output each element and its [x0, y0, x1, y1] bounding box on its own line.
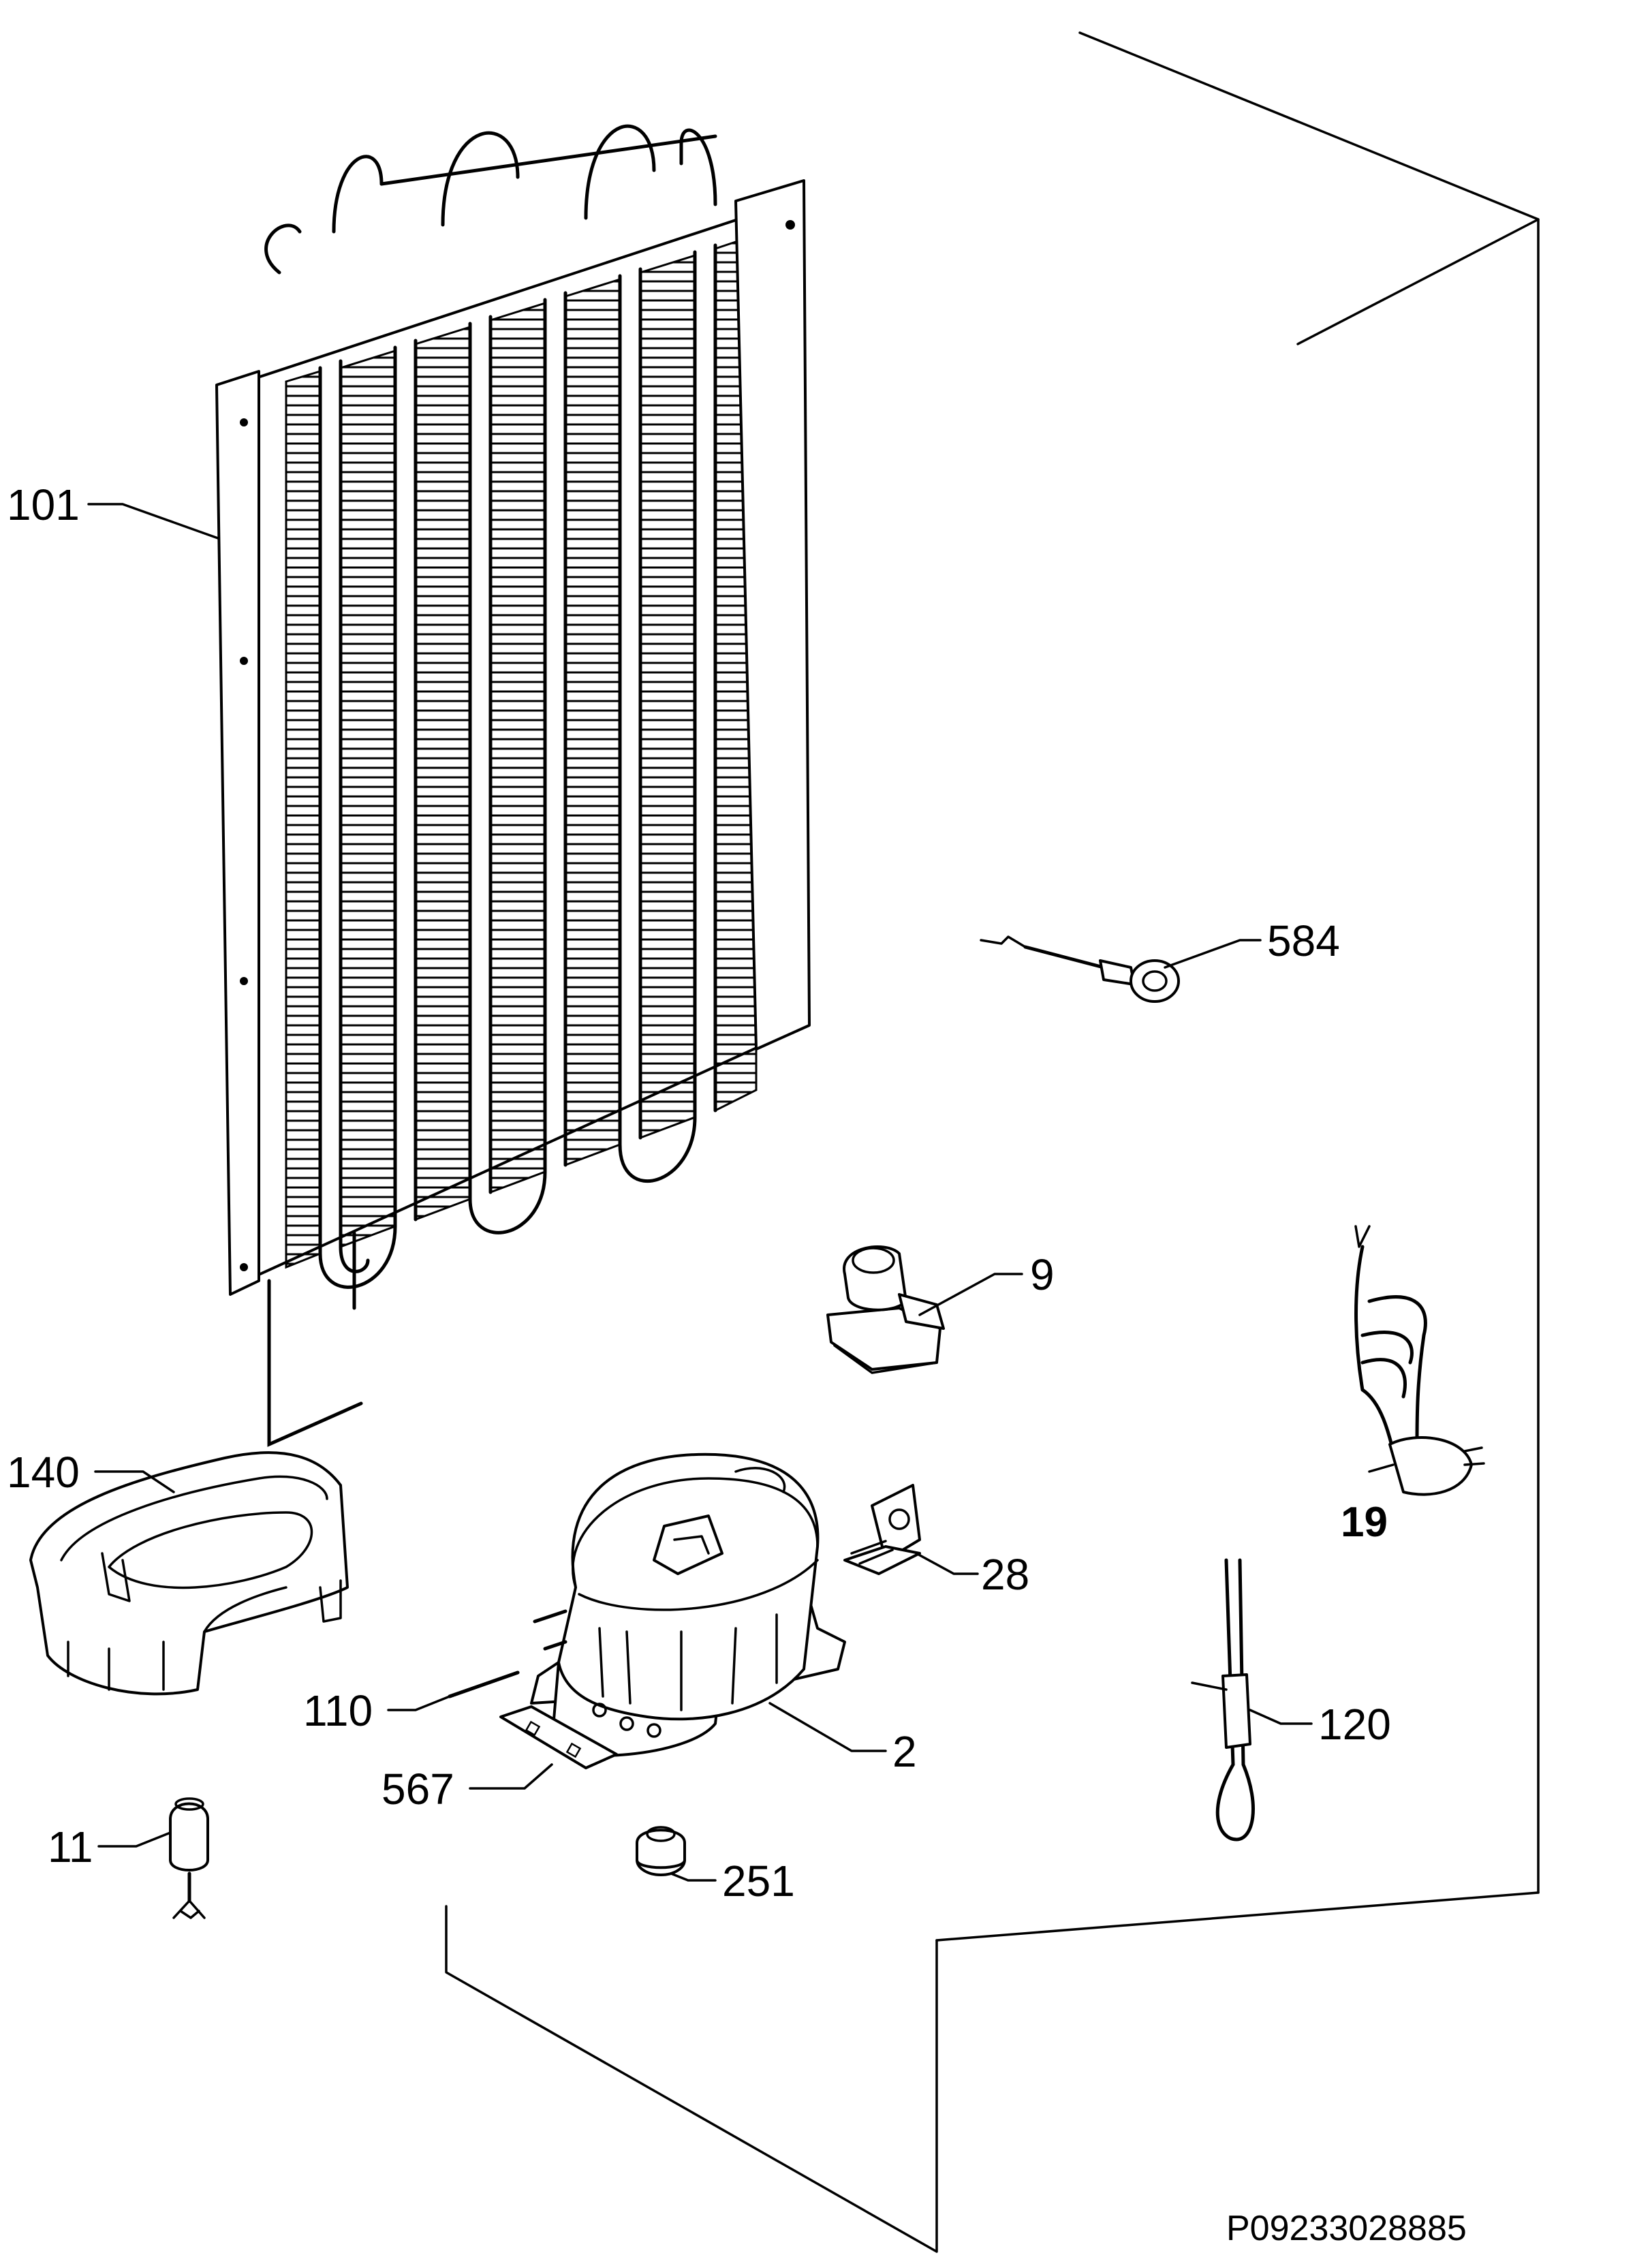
label-120: 120 [1318, 1700, 1391, 1749]
label-19: 19 [1341, 1499, 1388, 1546]
condenser-fins [285, 233, 758, 1269]
label-9: 9 [1030, 1250, 1055, 1299]
label-110: 110 [303, 1686, 373, 1735]
power-cord [1354, 1225, 1485, 1496]
overload-protector [980, 935, 1180, 1003]
compressor [448, 1453, 846, 1757]
label-2: 2 [892, 1727, 917, 1776]
heater-wire [1191, 1558, 1255, 1842]
label-140: 140 [7, 1448, 80, 1497]
label-101: 101 [7, 480, 80, 529]
bracket [843, 1484, 921, 1575]
part-labels: 101 140 584 9 19 28 110 2 120 567 11 251… [7, 480, 1467, 2248]
drawing-code: P09233028885 [1226, 2209, 1467, 2248]
grommet [636, 1826, 686, 1876]
label-11: 11 [48, 1822, 93, 1871]
label-28: 28 [981, 1550, 1029, 1599]
process-tube [448, 1671, 520, 1698]
mounting-plate [499, 1705, 618, 1769]
drier-filter [169, 1797, 209, 1919]
label-251: 251 [722, 1857, 795, 1906]
condenser [215, 124, 811, 1447]
label-584: 584 [1267, 916, 1340, 965]
cabinet-outline [445, 31, 1540, 2253]
drip-tray [29, 1451, 349, 1696]
label-567: 567 [382, 1765, 454, 1814]
leader-lines [87, 503, 1395, 1882]
relay-clip [826, 1245, 945, 1374]
